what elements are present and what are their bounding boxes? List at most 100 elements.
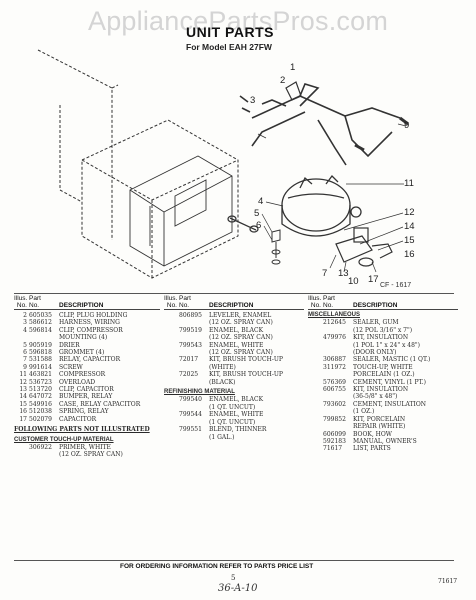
- callout-2: 2: [280, 75, 286, 86]
- part-description: HARNESS, WIRING: [59, 319, 120, 327]
- part-description: KIT, INSULATION: [353, 386, 409, 394]
- compartment: [129, 155, 233, 267]
- part-row: 799852 KIT, PORCELAIN: [308, 416, 458, 423]
- document-code: 71617: [438, 578, 458, 585]
- illus-number: 11: [19, 371, 27, 379]
- part-description: TOUCH-UP, WHITE: [353, 363, 413, 371]
- illus-number: [14, 444, 29, 451]
- part-description: COMPRESSOR: [59, 371, 106, 379]
- illus-number: [164, 426, 179, 433]
- part-description: OVERLOAD: [59, 378, 96, 386]
- part-description: PRIMER, WHITE: [59, 443, 111, 451]
- part-row: (12 OZ. SPRAY CAN): [14, 451, 160, 458]
- part-description: DRIER: [59, 341, 80, 349]
- part-description: PORCELAIN (1 OZ.): [353, 371, 415, 379]
- page-number: 5: [231, 574, 236, 582]
- callout-1: 1: [290, 62, 296, 73]
- part-row: REPAIR (WHITE): [308, 423, 458, 430]
- column-header: Illus. Part: [14, 295, 41, 302]
- part-description: ENAMEL, WHITE: [209, 411, 264, 419]
- part-row: 606755 KIT, INSULATION: [308, 386, 458, 393]
- callout-3: 3: [250, 95, 256, 106]
- part-row: (1 QT. UNCUT): [164, 419, 304, 426]
- part-description: SCREW: [59, 363, 83, 371]
- part-row: (BLACK): [164, 379, 304, 386]
- part-description: (1 GAL.): [209, 433, 235, 441]
- illus-number: 5: [23, 341, 27, 349]
- part-number: 647072: [29, 393, 52, 401]
- illus-number: 13: [19, 386, 27, 394]
- illus-number: [308, 319, 323, 326]
- part-description: (12 POL 3/16" x 7"): [353, 326, 413, 334]
- part-number: 596818: [29, 349, 52, 357]
- column-header: No. No. DESCRIPTION: [14, 302, 160, 310]
- part-row: (DOOR ONLY): [308, 349, 458, 356]
- illus-number: 3: [23, 319, 27, 327]
- column-header: No. No. DESCRIPTION: [308, 302, 458, 310]
- callout-9: 9: [404, 120, 410, 131]
- part-description: KIT, BRUSH TOUCH-UP: [209, 371, 283, 379]
- part-number: 212645: [323, 319, 346, 327]
- illus-number: [164, 396, 179, 403]
- parts-diagram: [37, 49, 409, 279]
- part-number: 799852: [323, 415, 346, 423]
- section-miscellaneous: MISCELLANEOUS: [308, 312, 361, 318]
- part-number: 592183: [323, 437, 346, 445]
- part-description: (BLACK): [209, 378, 236, 386]
- part-number: 549916: [29, 400, 52, 408]
- part-row: (1 GAL.): [164, 434, 304, 441]
- part-description: LEVELER, ENAMEL: [209, 312, 272, 319]
- part-description: CEMENT, VINYL (1 PT.): [353, 378, 426, 386]
- illus-number: [308, 379, 323, 386]
- divider-bottom: [14, 560, 454, 561]
- part-number: 479976: [323, 334, 346, 342]
- part-number: 799551: [179, 426, 202, 434]
- grommet: [271, 229, 281, 265]
- cabinet-outline: [37, 49, 239, 279]
- part-number: 311972: [323, 363, 346, 371]
- illus-number: 16: [19, 408, 27, 416]
- part-description: KIT, PORCELAIN: [353, 415, 406, 423]
- part-number: 606755: [323, 386, 346, 394]
- compressor: [281, 175, 362, 237]
- part-number: 536723: [29, 378, 52, 386]
- part-description: CASE, RELAY CAPACITOR: [59, 400, 141, 408]
- illus-number: [308, 431, 323, 438]
- part-description: (WHITE): [209, 363, 236, 371]
- not-illustrated-note: FOLLOWING PARTS NOT ILLUSTRATED: [14, 426, 150, 434]
- illus-number: 15: [19, 400, 27, 408]
- section-customer-touchup: CUSTOMER TOUCH-UP MATERIAL: [14, 436, 114, 443]
- model-subtitle: For Model EAH 27FW: [186, 42, 272, 52]
- illus-number: [308, 401, 323, 408]
- illus-number: [164, 342, 179, 349]
- column-header: No. No. DESCRIPTION: [164, 302, 304, 310]
- relay-capacitor: [335, 227, 393, 267]
- part-row: (12 OZ. SPRAY CAN): [164, 334, 304, 341]
- illus-number: 9: [23, 363, 27, 371]
- callout-6: 6: [256, 220, 262, 231]
- watermark: AppliancePartsPros.com: [87, 6, 389, 36]
- callout-7: 7: [322, 268, 328, 279]
- part-description: BLEND, THINNER: [209, 426, 267, 434]
- wiring-harness: [239, 83, 401, 166]
- figure-code: CF - 1617: [380, 282, 412, 289]
- part-description: (DOOR ONLY): [353, 349, 397, 357]
- illus-number: 7: [23, 356, 27, 364]
- part-number: 596814: [29, 326, 52, 334]
- part-number: 606099: [323, 430, 346, 438]
